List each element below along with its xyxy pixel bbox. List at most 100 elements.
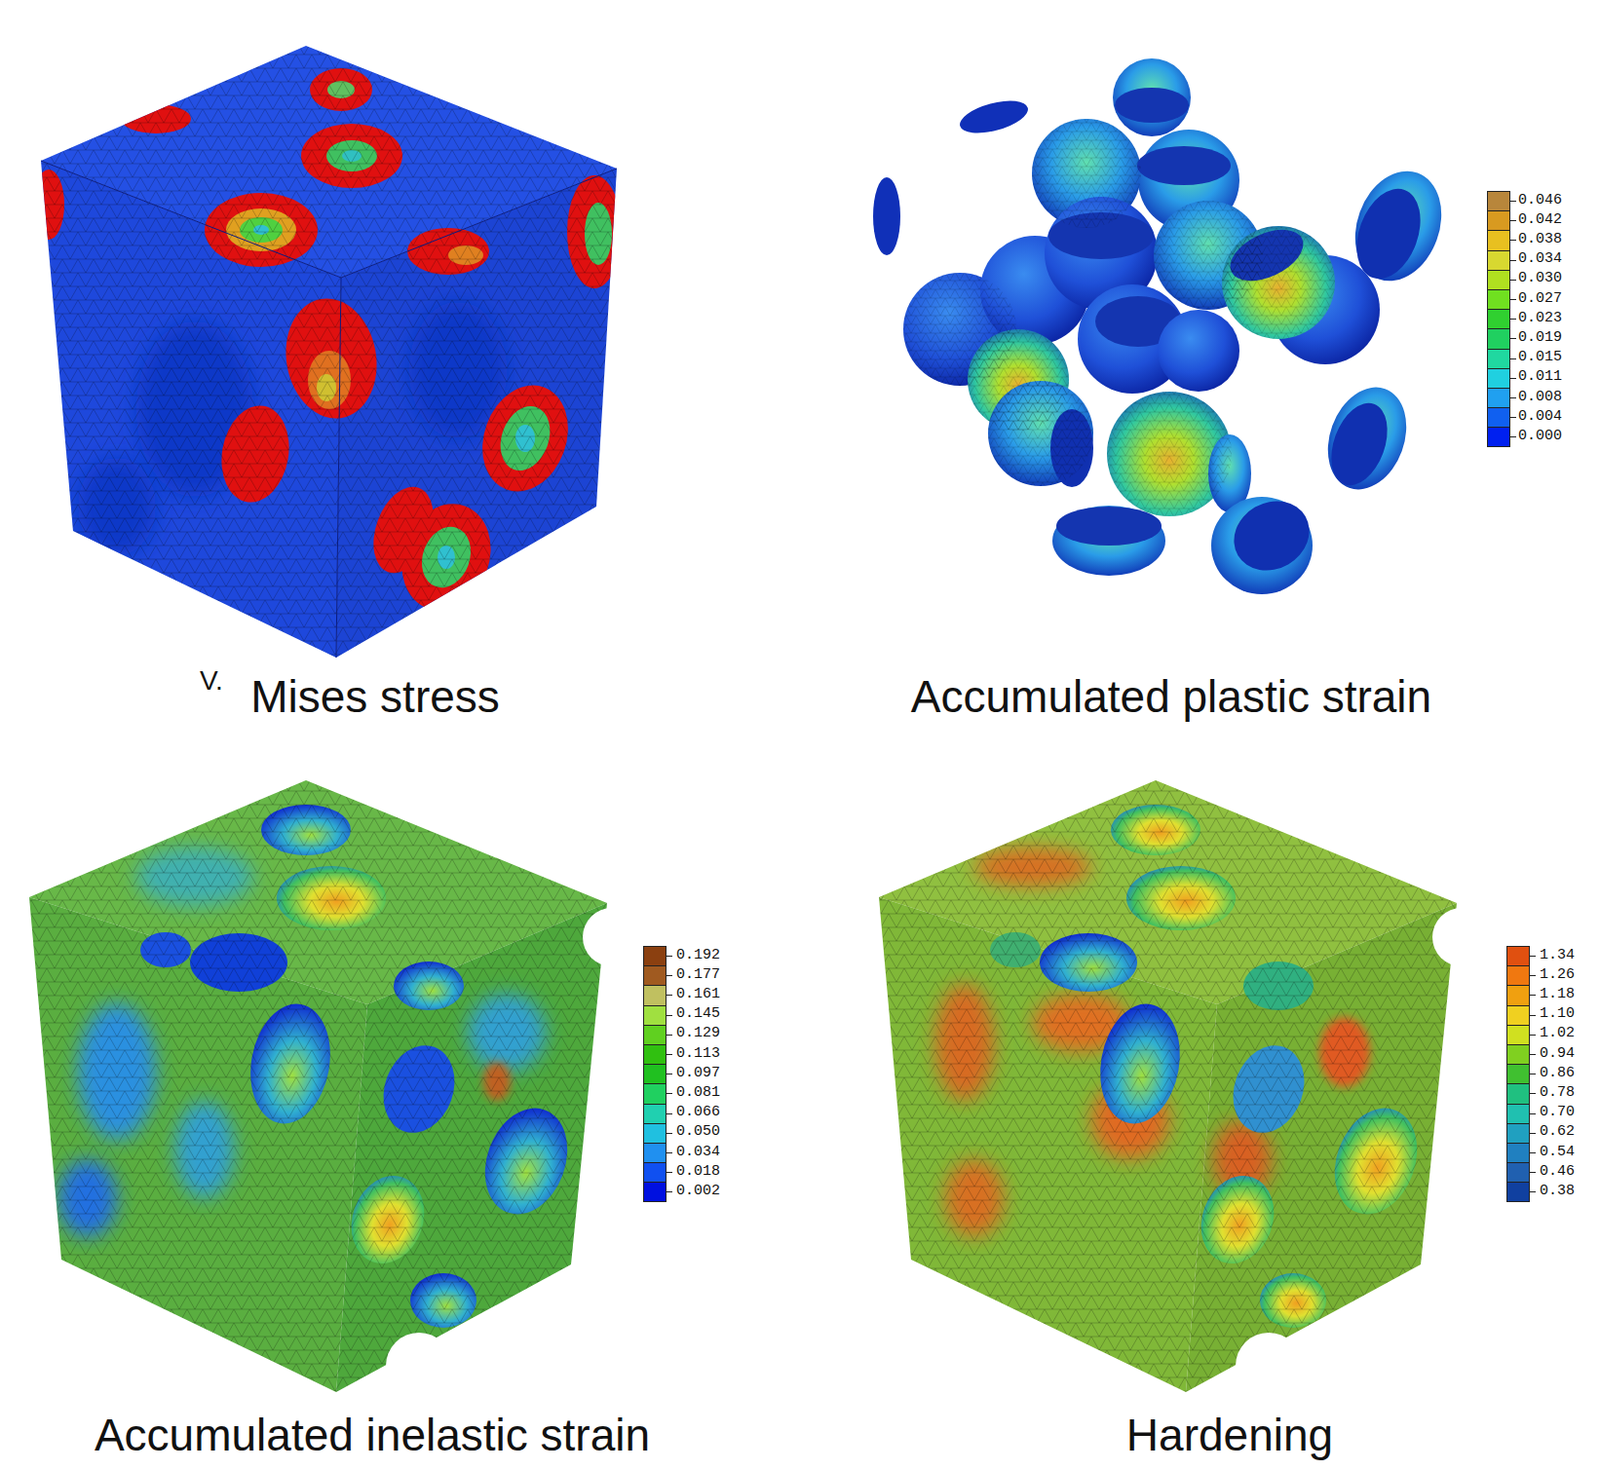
legend-value: 1.10 bbox=[1539, 1005, 1575, 1023]
legend-value: 0.027 bbox=[1518, 290, 1562, 307]
legend-holder: 0.129 bbox=[676, 1026, 721, 1041]
label-holder: Accumulated inelastic strain bbox=[94, 1410, 650, 1461]
panel-caption: Accumulated plastic strain bbox=[911, 671, 1432, 723]
label-holder: Mises stress bbox=[250, 672, 500, 723]
legend-holder: 0.081 bbox=[676, 1085, 721, 1101]
legend-holder: 0.002 bbox=[676, 1183, 721, 1199]
legend-tick bbox=[1510, 260, 1517, 262]
legend-value: 0.030 bbox=[1518, 269, 1562, 287]
legend-swatch bbox=[643, 1104, 667, 1125]
legend-holder: 0.034 bbox=[676, 1144, 721, 1160]
legend-swatch bbox=[1486, 407, 1511, 428]
legend-tick bbox=[1529, 1034, 1536, 1036]
legend-value: 0.042 bbox=[1518, 211, 1562, 229]
legend-swatch bbox=[1486, 426, 1511, 448]
legend-value: 0.78 bbox=[1539, 1084, 1575, 1102]
legend-tick bbox=[666, 1113, 673, 1115]
legend-swatch bbox=[1486, 190, 1511, 212]
legend-value: 0.192 bbox=[676, 947, 721, 964]
legend-swatch bbox=[1506, 1181, 1530, 1203]
legend-value: 1.26 bbox=[1539, 966, 1575, 984]
legend-holder: 0.097 bbox=[676, 1066, 721, 1081]
legend-swatch bbox=[643, 985, 667, 1006]
legend-tick bbox=[1529, 955, 1536, 957]
legend-swatch bbox=[643, 965, 667, 987]
legend-holder: 0.161 bbox=[676, 987, 721, 1002]
legend-swatch bbox=[1486, 210, 1511, 231]
legend-value: 0.86 bbox=[1539, 1065, 1575, 1082]
legend-value: 0.038 bbox=[1518, 230, 1562, 248]
legend-value: 0.011 bbox=[1518, 368, 1562, 385]
label-holder: Hardening bbox=[1126, 1410, 1334, 1461]
legend-holder: 1.18 bbox=[1539, 987, 1575, 1002]
legend-value: 0.097 bbox=[676, 1065, 721, 1082]
legend-swatch bbox=[1506, 1064, 1530, 1085]
legend-tick bbox=[1510, 417, 1517, 419]
legend-value: 0.019 bbox=[1518, 329, 1562, 346]
legend-swatch bbox=[643, 1142, 667, 1164]
legend-value: 0.023 bbox=[1518, 309, 1562, 327]
legend-holder: 0.113 bbox=[676, 1046, 721, 1062]
legend-swatch bbox=[1506, 1142, 1530, 1164]
legend-value: 1.02 bbox=[1539, 1025, 1575, 1042]
legend-tick bbox=[1510, 200, 1517, 202]
legend-tick bbox=[1529, 975, 1536, 977]
legend-value: 0.050 bbox=[676, 1123, 721, 1141]
legend-value: 1.18 bbox=[1539, 986, 1575, 1003]
legend-swatch bbox=[1486, 348, 1511, 370]
legend-holder: 0.042 bbox=[1518, 212, 1562, 228]
legend-value: 0.004 bbox=[1518, 408, 1562, 425]
legend-tick bbox=[1529, 1073, 1536, 1075]
legend-holder: 0.034 bbox=[1518, 251, 1562, 267]
legend-swatch bbox=[1506, 1025, 1530, 1046]
legend-holder: 0.066 bbox=[676, 1104, 721, 1120]
legend-swatch bbox=[1486, 269, 1511, 291]
legend-tick bbox=[666, 1034, 673, 1036]
legend-holder: 0.62 bbox=[1539, 1124, 1575, 1140]
legend-holder: 0.050 bbox=[676, 1124, 721, 1140]
legend-tick bbox=[1510, 279, 1517, 281]
legend-swatch bbox=[1486, 229, 1511, 251]
legend-tick bbox=[666, 994, 673, 996]
legend-swatch bbox=[1506, 946, 1530, 967]
legend-swatch bbox=[643, 1123, 667, 1144]
legend-holder: 0.011 bbox=[1518, 369, 1562, 384]
legend-holder: 0.86 bbox=[1539, 1066, 1575, 1081]
legend-value: 0.38 bbox=[1539, 1182, 1575, 1200]
legend-swatch bbox=[1486, 368, 1511, 389]
legend-holder: 0.177 bbox=[676, 967, 721, 983]
legend-tick bbox=[666, 1191, 673, 1193]
legend-value: 0.113 bbox=[676, 1045, 721, 1063]
legend-holder: 0.030 bbox=[1518, 270, 1562, 286]
legend-tick bbox=[1529, 1172, 1536, 1174]
legend-holder: 0.019 bbox=[1518, 330, 1562, 345]
legend-swatch bbox=[1486, 328, 1511, 349]
legend-tick bbox=[1529, 1133, 1536, 1135]
legend-tick bbox=[666, 1015, 673, 1017]
legend-swatch bbox=[1506, 985, 1530, 1006]
legend-holder: 0.038 bbox=[1518, 231, 1562, 247]
legend-tick bbox=[1510, 338, 1517, 340]
legend-swatch bbox=[1486, 250, 1511, 271]
label-holder: Accumulated plastic strain bbox=[911, 672, 1432, 723]
legend-holder: 0.004 bbox=[1518, 409, 1562, 424]
legend-tick bbox=[666, 1133, 673, 1135]
legend-swatch bbox=[643, 1181, 667, 1203]
legend-tick bbox=[1510, 220, 1517, 222]
legend-value: 0.034 bbox=[676, 1143, 721, 1161]
legend-value: 1.34 bbox=[1539, 947, 1575, 964]
legend-swatch bbox=[643, 1064, 667, 1085]
legend-value: 0.081 bbox=[676, 1084, 721, 1102]
legend-value: 0.54 bbox=[1539, 1143, 1575, 1161]
legend-holder: 0.023 bbox=[1518, 310, 1562, 326]
legend-value: 0.46 bbox=[1539, 1163, 1575, 1181]
legend-holder: 0.008 bbox=[1518, 389, 1562, 405]
legend-value: 0.129 bbox=[676, 1025, 721, 1042]
legend-value: 0.066 bbox=[676, 1104, 721, 1121]
legend-tick bbox=[1510, 239, 1517, 241]
legend-holder: 0.38 bbox=[1539, 1183, 1575, 1199]
legend-swatch bbox=[643, 946, 667, 967]
legend-value: 0.046 bbox=[1518, 191, 1562, 209]
legend-tick bbox=[666, 1054, 673, 1056]
legend-holder: 1.26 bbox=[1539, 967, 1575, 983]
